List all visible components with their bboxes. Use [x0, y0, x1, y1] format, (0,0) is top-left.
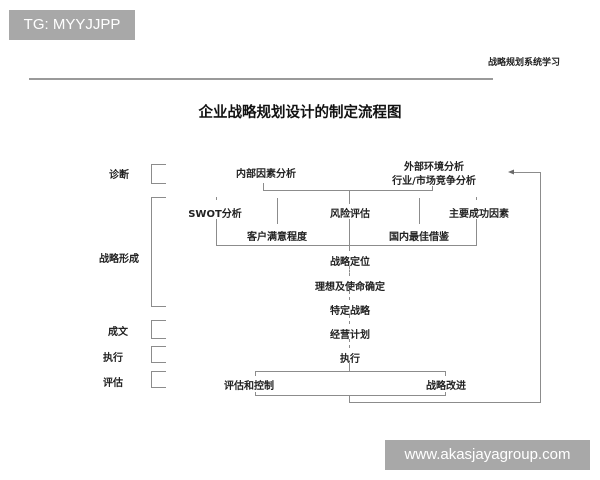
bracket-diagnosis — [151, 164, 166, 184]
watermark-top: TG: MYYJJPP — [9, 10, 135, 40]
bracket-documentation — [151, 320, 166, 339]
connector — [349, 219, 350, 245]
connector — [255, 395, 446, 396]
connector — [445, 371, 446, 376]
node-key-success: 主要成功因素 — [449, 209, 509, 220]
node-domestic-benchmark: 国内最佳借鉴 — [389, 232, 449, 243]
stage-documentation: 成文 — [108, 327, 128, 338]
connector — [419, 198, 420, 224]
node-positioning: 战略定位 — [330, 257, 370, 268]
connector — [349, 363, 350, 371]
connector — [349, 395, 350, 403]
watermark-bottom: www.akasjayagroup.com — [385, 440, 590, 470]
node-specific-strategy: 特定战略 — [330, 306, 370, 317]
stage-strategy-formation: 战略形成 — [99, 254, 139, 265]
bracket-strategy-formation — [151, 197, 166, 307]
node-strategy-improvement: 战略改进 — [425, 377, 467, 392]
connector — [349, 315, 350, 324]
connector — [263, 190, 433, 191]
node-execution: 执行 — [340, 354, 360, 365]
node-risk: 风险评估 — [330, 209, 370, 220]
connector — [445, 390, 446, 395]
stage-diagnosis: 诊断 — [109, 170, 129, 181]
connector — [349, 266, 350, 276]
connector — [255, 371, 256, 376]
header-divider — [29, 78, 493, 80]
feedback-connector — [540, 172, 541, 403]
bracket-evaluation — [151, 371, 166, 388]
connector — [349, 245, 350, 251]
node-evaluation-control: 评估和控制 — [223, 377, 275, 392]
bracket-execution — [151, 346, 166, 363]
node-internal-analysis: 内部因素分析 — [236, 169, 296, 180]
connector — [255, 390, 256, 395]
connector — [349, 291, 350, 300]
connector — [216, 197, 217, 200]
series-title: 战略规划系统学习 — [487, 58, 560, 68]
connector — [277, 198, 278, 224]
connector — [255, 371, 446, 372]
connector — [216, 219, 217, 245]
connector — [432, 186, 433, 191]
node-industry-competition: 行业/市场竞争分析 — [392, 176, 476, 187]
feedback-connector — [512, 172, 541, 173]
connector — [476, 219, 477, 245]
connector — [476, 197, 477, 200]
connector — [349, 339, 350, 348]
node-customer-satisfaction: 客户满意程度 — [247, 232, 307, 243]
feedback-connector — [349, 402, 541, 403]
node-external-analysis: 外部环境分析 — [404, 162, 464, 173]
node-mission: 理想及使命确定 — [315, 282, 385, 293]
connector — [349, 190, 350, 204]
node-swot: SWOT分析 — [188, 209, 242, 220]
node-business-plan: 经营计划 — [330, 330, 370, 341]
stage-execution: 执行 — [103, 353, 123, 364]
connector — [216, 245, 477, 246]
stage-evaluation: 评估 — [103, 378, 123, 389]
connector — [263, 183, 264, 191]
diagram-title: 企业战略规划设计的制定流程图 — [198, 105, 402, 121]
